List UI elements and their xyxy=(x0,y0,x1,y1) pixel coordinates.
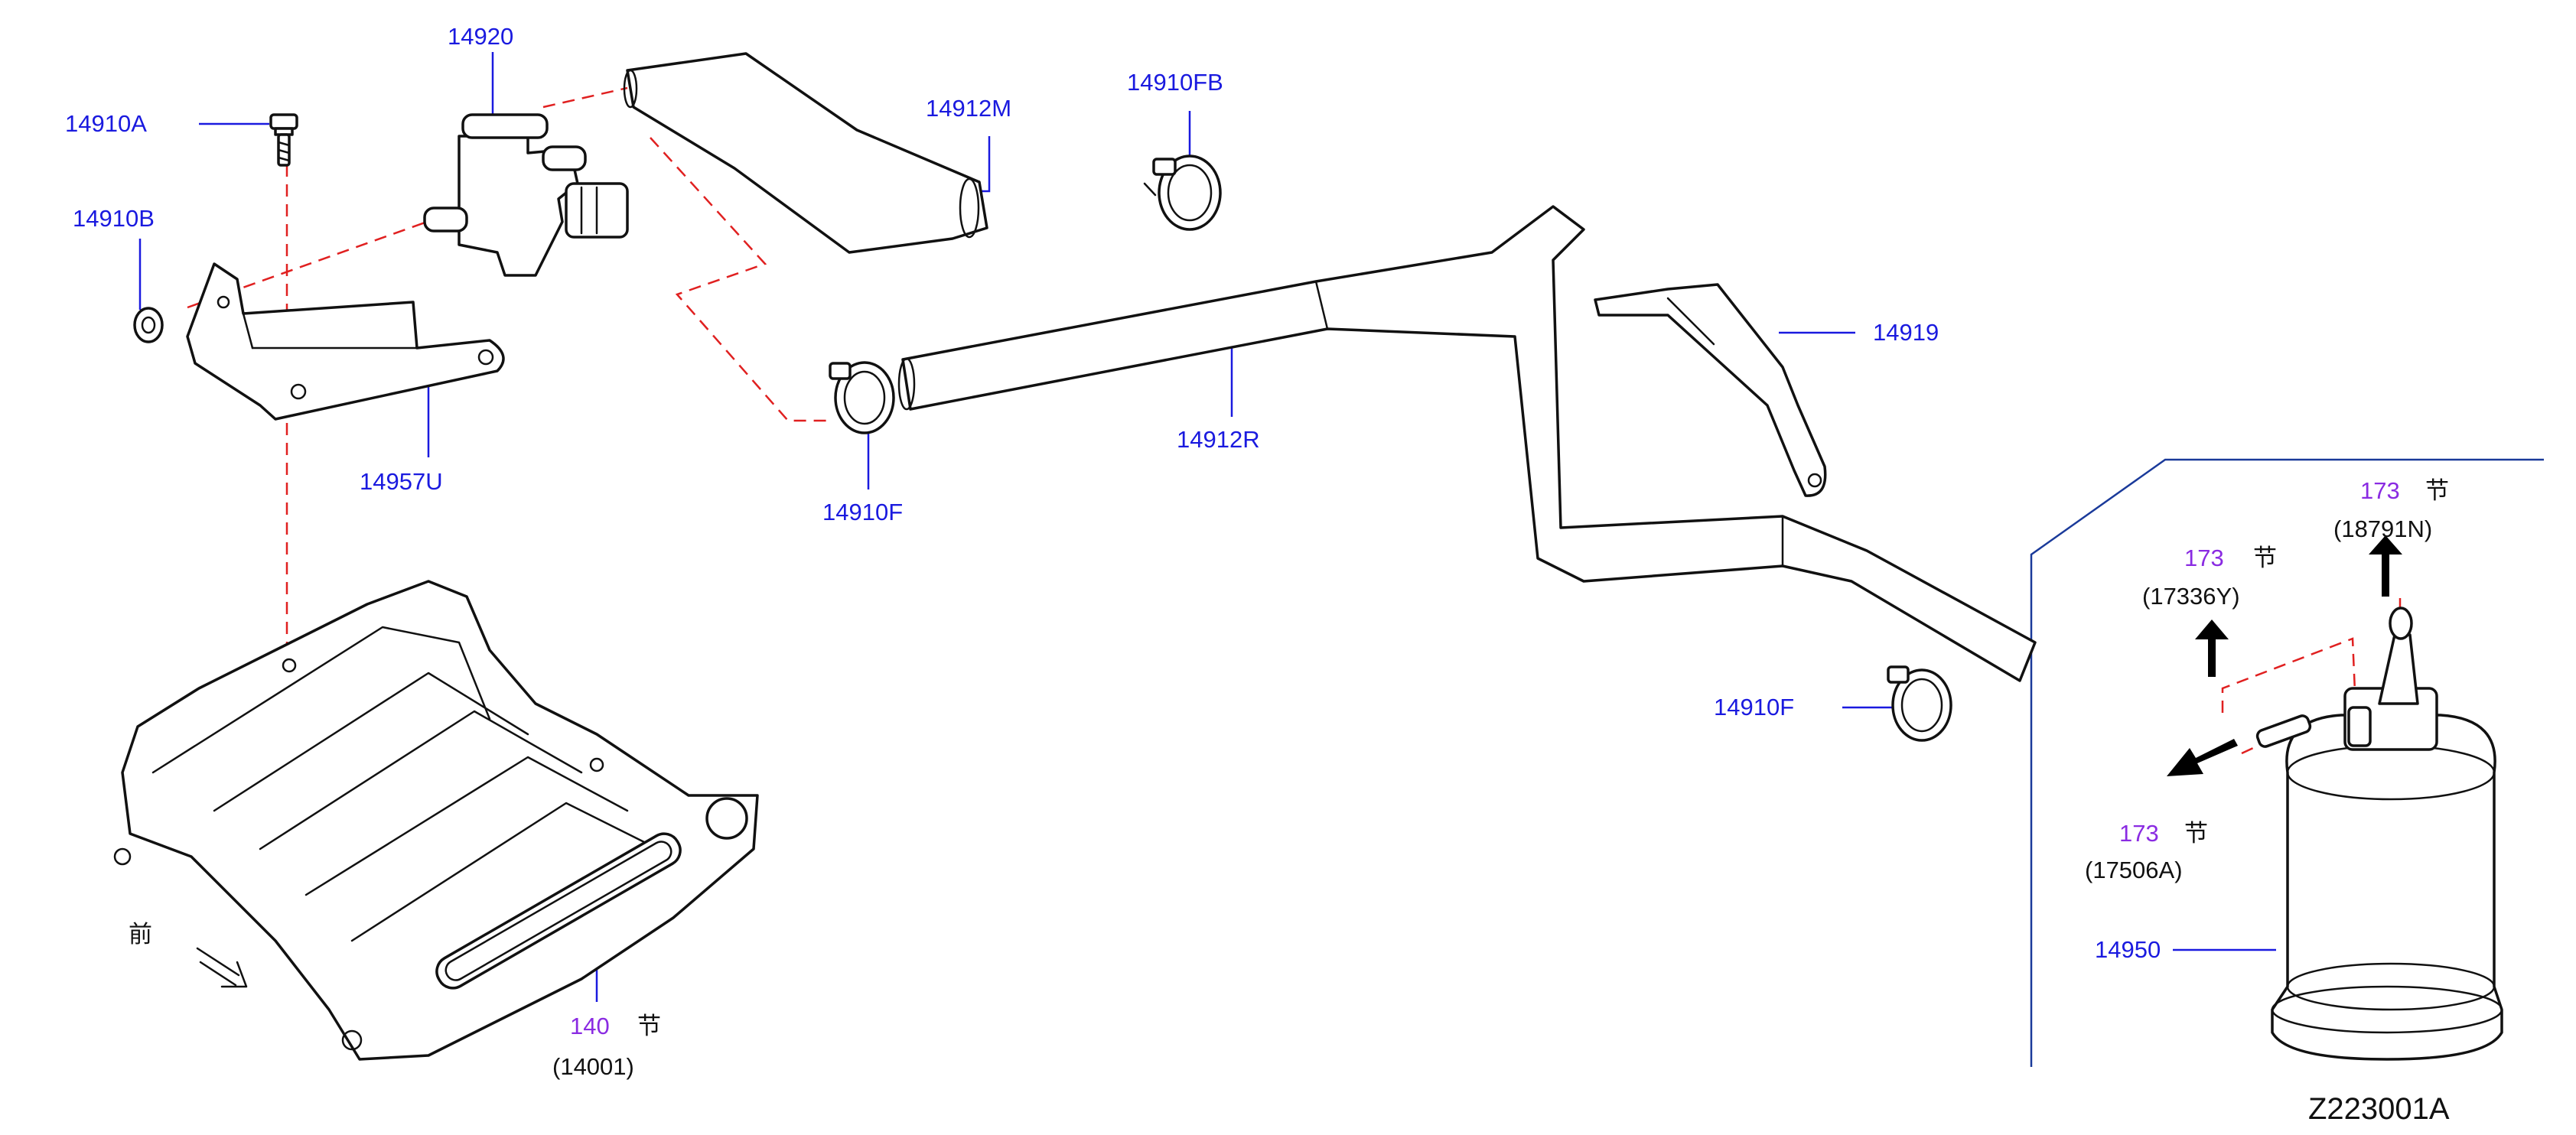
section-code: (17506A) xyxy=(2085,857,2183,883)
diagram-reference-code: Z223001A xyxy=(2308,1092,2450,1126)
canister-14950 xyxy=(2255,607,2503,1061)
part-labels: 14920 14910A 14910B 14957U 14912M 14910F… xyxy=(65,23,2161,963)
canister-zone-boundary xyxy=(2030,458,2544,1067)
section-number: 173 xyxy=(2184,545,2224,571)
bolt-14910a xyxy=(269,113,298,167)
section-ref-173-18791n[interactable]: 173 节 (18791N) xyxy=(2333,477,2449,542)
solenoid-valve-14920 xyxy=(423,113,629,277)
part-label-14912r[interactable]: 14912R xyxy=(1177,426,1260,453)
section-number: 173 xyxy=(2119,820,2159,847)
clamp-14910f-lower xyxy=(1887,665,1952,742)
clamp-14910f-upper xyxy=(829,361,895,434)
section-marker: 节 xyxy=(2425,477,2449,505)
front-marker: 前 xyxy=(129,921,152,948)
section-ref-140[interactable]: 140 节 (14001) xyxy=(552,1013,661,1080)
part-label-14957u[interactable]: 14957U xyxy=(360,468,443,495)
part-label-14919[interactable]: 14919 xyxy=(1873,319,1939,346)
arrow-up-icon xyxy=(2369,535,2402,597)
direction-arrows xyxy=(2167,535,2402,776)
part-label-14910fb[interactable]: 14910FB xyxy=(1127,69,1223,96)
part-label-14910f-upper[interactable]: 14910F xyxy=(822,499,903,525)
section-marker: 节 xyxy=(637,1013,661,1040)
part-label-14950[interactable]: 14950 xyxy=(2095,936,2161,963)
part-label-14910f-lower[interactable]: 14910F xyxy=(1714,694,1794,720)
section-code: (14001) xyxy=(552,1053,634,1080)
arrow-down-left-icon xyxy=(2167,739,2238,776)
section-number: 140 xyxy=(570,1013,610,1039)
section-marker: 节 xyxy=(2253,545,2277,572)
arrow-up-icon xyxy=(2195,620,2229,677)
intake-manifold-14001 xyxy=(113,580,759,1061)
section-ref-173-17336y[interactable]: 173 节 (17336Y) xyxy=(2142,545,2277,610)
clamp-14910fb xyxy=(1143,154,1222,231)
part-label-14910a[interactable]: 14910A xyxy=(65,110,147,137)
section-marker: 节 xyxy=(2184,820,2208,847)
bracket-14957u xyxy=(186,262,505,421)
hose-14912r xyxy=(897,205,2037,682)
section-ref-173-17506a[interactable]: 173 节 (17506A) xyxy=(2085,820,2208,883)
hose-14912m xyxy=(623,52,988,254)
section-code: (18791N) xyxy=(2333,515,2432,542)
section-references: 140 节 (14001) 173 节 (18791N) 173 节 (1733… xyxy=(552,477,2449,1080)
part-label-14912m[interactable]: 14912M xyxy=(926,95,1011,122)
nut-14910b xyxy=(133,307,164,343)
part-label-14910b[interactable]: 14910B xyxy=(73,205,155,232)
section-number: 173 xyxy=(2360,477,2400,504)
front-direction-arrow xyxy=(196,947,248,988)
section-code: (17336Y) xyxy=(2142,583,2240,610)
bracket-14919 xyxy=(1594,283,1827,497)
part-label-14920[interactable]: 14920 xyxy=(448,23,513,50)
